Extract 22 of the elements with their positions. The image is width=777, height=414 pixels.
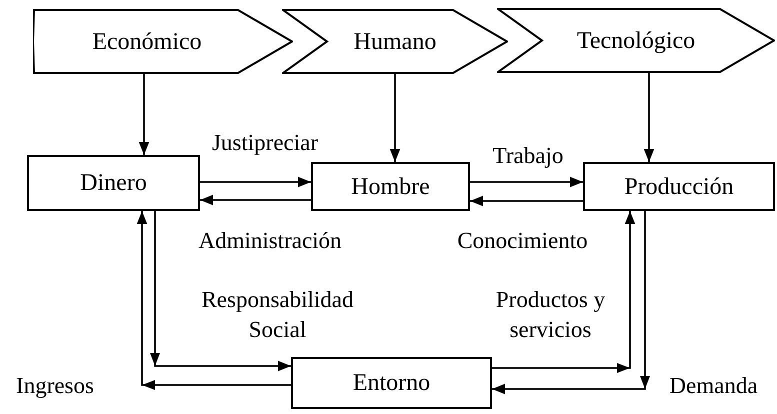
chevron-shape <box>33 9 293 74</box>
edge-label: Ingresos <box>15 372 95 400</box>
node-label: Entorno <box>352 371 430 395</box>
node-label: Económico <box>92 30 202 54</box>
node-label: Producción <box>624 174 734 198</box>
edge-label: Trabajo <box>492 142 564 170</box>
node-label: Humano <box>354 30 436 54</box>
edge-label: Justipreciar <box>210 129 319 157</box>
edge-label: Demanda <box>668 372 759 400</box>
chevron-shape <box>497 8 775 73</box>
edge-label: Conocimiento <box>456 227 589 255</box>
node-label: Tecnológico <box>576 28 696 52</box>
edge-label: Productos y servicios <box>494 286 606 344</box>
chevron-shape <box>282 9 508 74</box>
node-label: Hombre <box>351 174 430 198</box>
edge-label: Responsabilidad Social <box>200 286 355 344</box>
node-label: Dinero <box>80 171 147 195</box>
edge-label: Administración <box>197 227 343 255</box>
process-box <box>583 162 775 211</box>
process-box <box>291 357 492 409</box>
process-box <box>311 162 470 211</box>
process-box <box>27 155 200 211</box>
